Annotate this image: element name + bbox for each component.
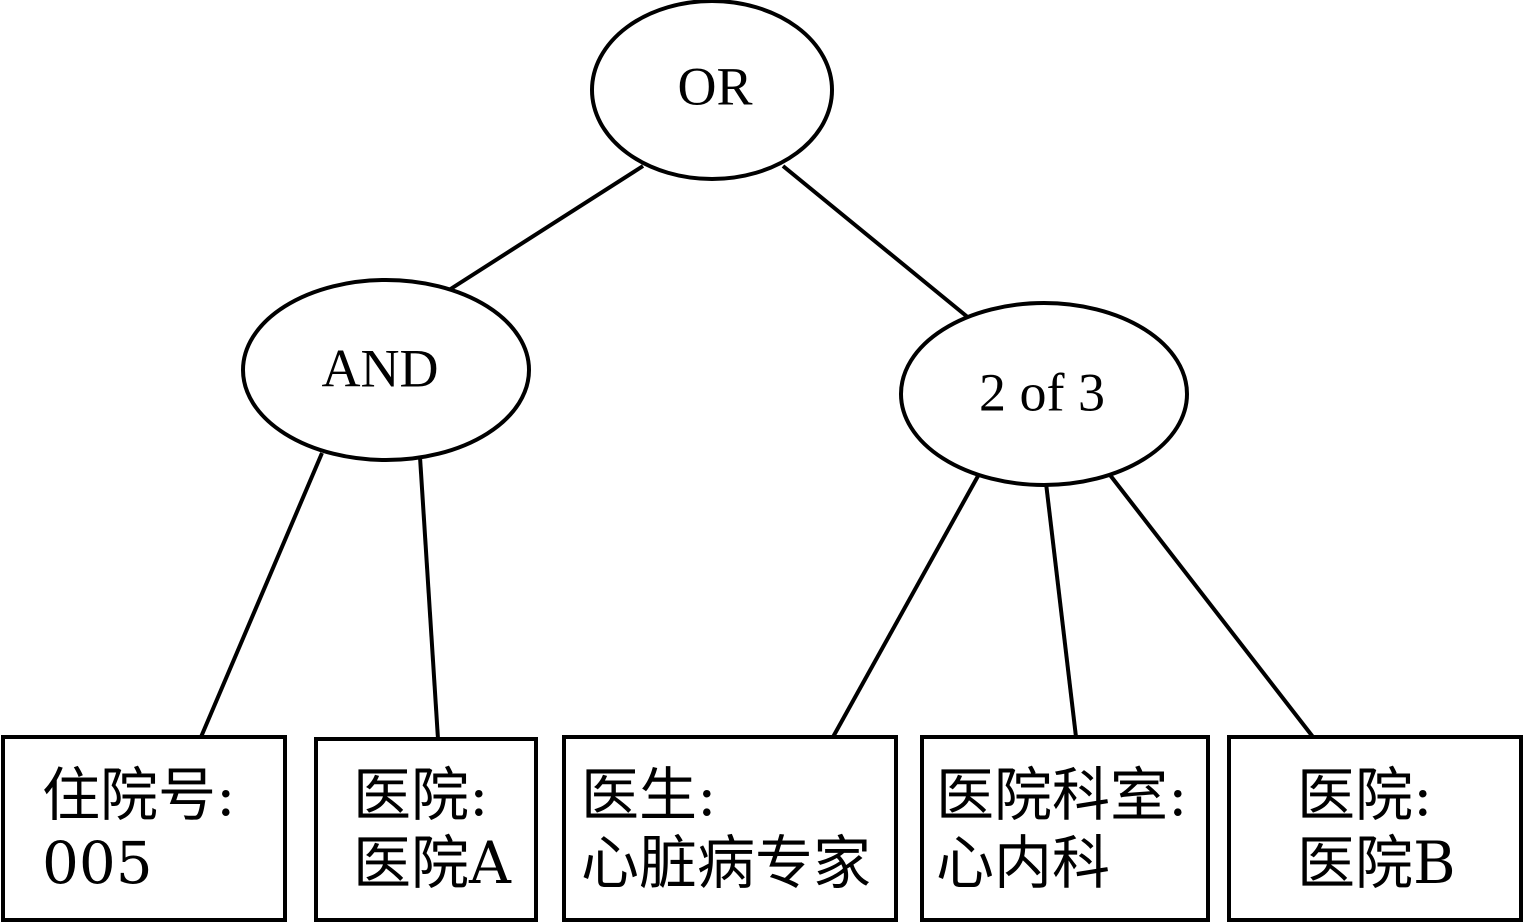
leaf-attribute-value: 医院A <box>353 829 512 897</box>
edge-2of3-leaf-4 <box>1044 482 1078 738</box>
root-or-label: OR <box>677 56 752 116</box>
edge-or-and <box>447 164 645 292</box>
leaf-hospital-a: 医院: 医院A <box>314 737 538 922</box>
leaf-attribute-value: 心脏病专家 <box>581 829 871 897</box>
threshold-gate-label: 2 of 3 <box>979 362 1105 422</box>
and-gate-node: AND <box>241 278 531 462</box>
leaf-box <box>1227 735 1523 922</box>
leaf-box <box>1 735 287 922</box>
leaf-attribute-value: 心内科 <box>936 829 1110 897</box>
threshold-gate-ellipse <box>899 301 1189 487</box>
leaf-attribute-value: 医院B <box>1297 829 1456 897</box>
leaf-department: 医院科室: 心内科 <box>920 735 1210 922</box>
root-or-node: OR <box>590 0 834 181</box>
leaf-attribute-label: 住院号: <box>42 761 236 829</box>
leaf-box <box>314 737 538 922</box>
leaf-attribute-label: 医院: <box>353 761 489 829</box>
and-gate-label: AND <box>322 338 439 398</box>
leaf-box <box>920 735 1210 922</box>
leaf-admission-number: 住院号: 005 <box>1 735 287 922</box>
edge-and-leaf-2 <box>418 456 440 740</box>
root-or-ellipse <box>590 0 834 181</box>
leaf-attribute-label: 医生: <box>581 761 717 829</box>
leaf-doctor: 医生: 心脏病专家 <box>562 735 898 922</box>
threshold-gate-node: 2 of 3 <box>899 301 1189 487</box>
leaf-attribute-value: 005 <box>42 829 153 897</box>
edge-or-2of3 <box>781 164 972 321</box>
edge-2of3-leaf-3 <box>831 475 980 738</box>
tree-edges <box>199 164 1315 740</box>
leaf-hospital-b: 医院: 医院B <box>1227 735 1523 922</box>
leaf-box <box>562 735 898 922</box>
and-gate-ellipse <box>241 278 531 462</box>
edge-2of3-leaf-5 <box>1108 473 1315 739</box>
edge-and-leaf-1 <box>199 452 324 738</box>
leaf-attribute-label: 医院科室: <box>936 761 1188 829</box>
leaf-attribute-label: 医院: <box>1297 761 1433 829</box>
